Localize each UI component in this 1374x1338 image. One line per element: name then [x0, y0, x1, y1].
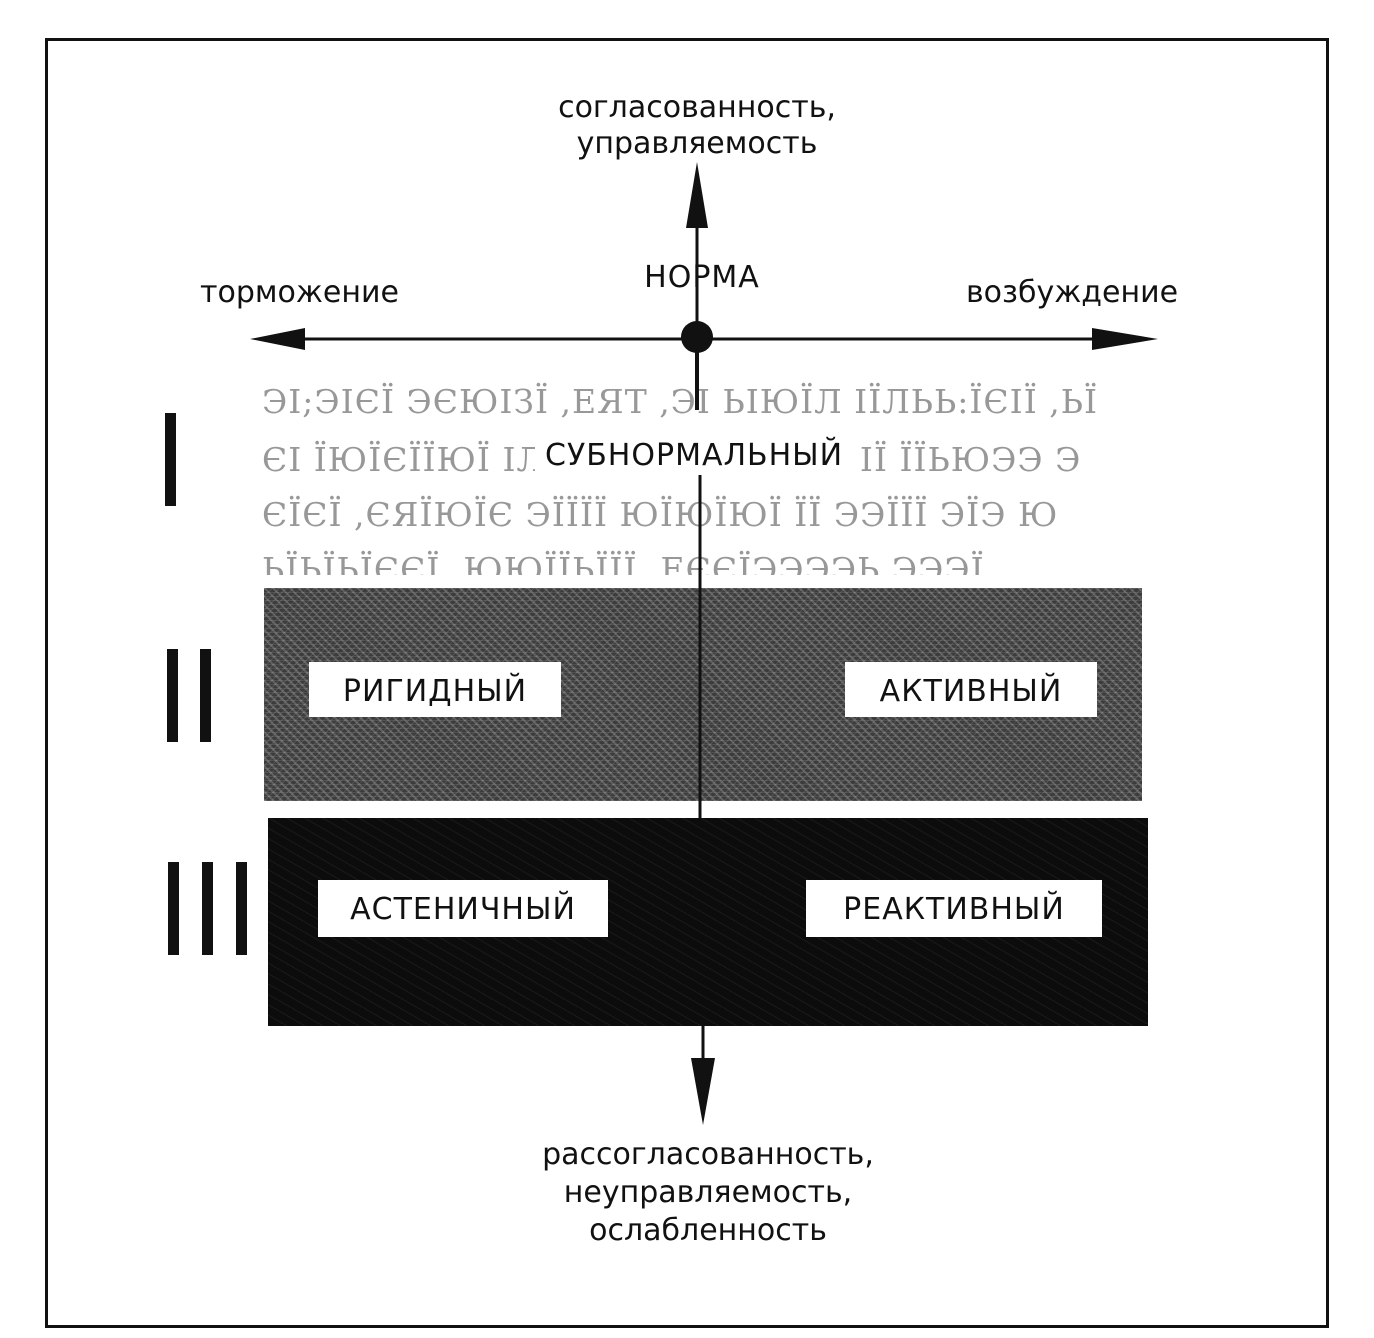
reactive-label: РЕАКТИВНЫЙ: [806, 880, 1102, 937]
down-arrowhead: [691, 1058, 715, 1125]
diagram-frame: [45, 38, 1329, 1328]
level-bar: [168, 862, 179, 955]
level-bar: [202, 862, 213, 955]
subnormal-label: СУБНОРМАЛЬНЫЙ: [535, 438, 854, 474]
level-bar: [167, 649, 178, 742]
level-bar: [236, 862, 247, 955]
show-through-texture: ЭІ;ЭІЄЇ ЭЄЮІЗЇ ,ЕЯТ ,ЭІ ЬІЮЇЛ ІЇЛЬЬ:ЇЄІЇ…: [262, 382, 1098, 421]
right-arrowhead: [1092, 328, 1158, 350]
up-arrowhead: [686, 162, 708, 228]
level-bar: [200, 649, 211, 742]
active-label: АКТИВНЫЙ: [845, 662, 1097, 717]
show-through-texture: ЄЇЄЇ ,ЄЯЇЮЇЄ ЭЇЇЇЇ ЮЇЮЇЮЇ ЇЇ ЭЭЇЇЇ ЭЇЭ Ю: [262, 495, 1059, 534]
axis-bottom-label: рассогласованность, неуправляемость, осл…: [542, 1137, 874, 1248]
rigid-label: РИГИДНЫЙ: [309, 662, 561, 717]
norma-point: [681, 321, 713, 353]
left-arrowhead: [250, 328, 305, 350]
axis-right-label: возбуждение: [966, 275, 1179, 310]
axis-left-label: торможение: [200, 275, 399, 310]
show-through-texture: ЬЇЬЇЬЇЄЄЇ ,ЮЮЇЇЬЇЇЇ .ЕЄЄЇЭЭЭЭЬ ЭЭЭЇ: [262, 550, 985, 575]
asthenic-label: АСТЕНИЧНЫЙ: [318, 880, 608, 937]
axis-top-label: согласованность, управляемость: [558, 90, 836, 161]
norma-label: НОРМА: [644, 260, 760, 295]
level-bar: [165, 413, 176, 506]
